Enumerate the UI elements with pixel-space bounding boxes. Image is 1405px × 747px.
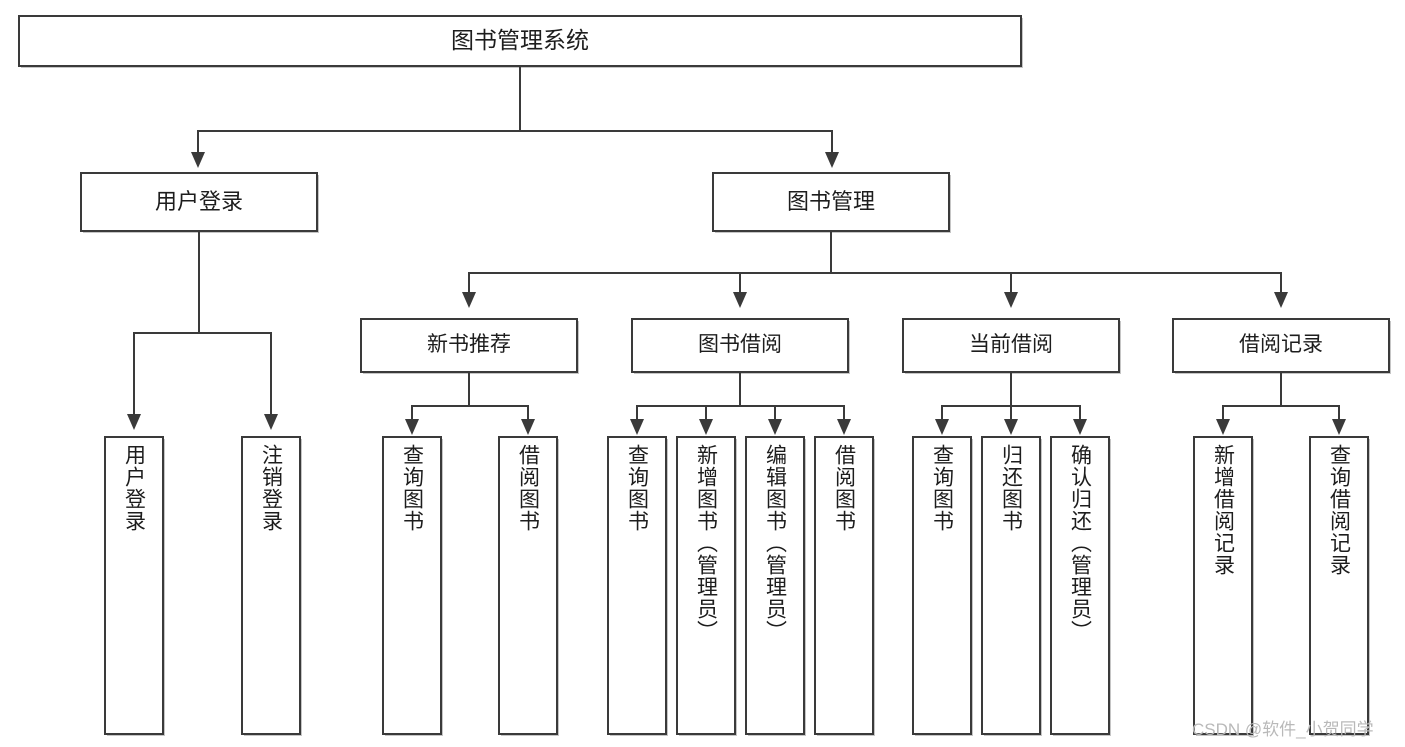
arrowhead-new-book (462, 292, 476, 308)
leaf-query-book-borrow[interactable]: 查询图书 (607, 436, 667, 735)
arrowhead-leaf-user-login (127, 414, 141, 430)
connector-new-book-leaf-2 (527, 405, 529, 421)
connector-current-borrow-leaf-1 (941, 405, 943, 421)
node-user-login[interactable]: 用户登录 (80, 172, 318, 232)
connector-book-borrow-bar (636, 405, 844, 407)
connector-book-borrow-leaf-1 (636, 405, 638, 421)
arrowhead-book-manage (825, 152, 839, 168)
arrowhead-leaf-edit-book (768, 419, 782, 435)
arrowhead-leaf-query-record (1332, 419, 1346, 435)
connector-to-borrow-record (1280, 272, 1282, 294)
arrowhead-borrow-record (1274, 292, 1288, 308)
connector-root-bar (197, 130, 833, 132)
leaf-add-book-admin[interactable]: 新增图书（管理员） (676, 436, 736, 735)
node-book-borrow[interactable]: 图书借阅 (631, 318, 849, 373)
connector-current-borrow-leaf-3 (1079, 405, 1081, 421)
arrowhead-book-borrow (733, 292, 747, 308)
node-label: 用户登录 (122, 444, 146, 532)
connector-to-new-book (468, 272, 470, 294)
arrowhead-leaf-logout (264, 414, 278, 430)
arrowhead-leaf-borrow-book-1 (521, 419, 535, 435)
node-label: 借阅记录 (1239, 333, 1323, 357)
connector-borrow-record-stem (1280, 373, 1282, 407)
arrowhead-leaf-query-book-3 (935, 419, 949, 435)
leaf-logout[interactable]: 注销登录 (241, 436, 301, 735)
node-label: 图书管理系统 (451, 27, 589, 54)
connector-to-book-borrow (739, 272, 741, 294)
connector-current-borrow-leaf-2 (1010, 405, 1012, 421)
node-label: 确认归还（管理员） (1068, 444, 1092, 642)
leaf-query-book-current[interactable]: 查询图书 (912, 436, 972, 735)
leaf-edit-book-admin[interactable]: 编辑图书（管理员） (745, 436, 805, 735)
node-book-manage[interactable]: 图书管理 (712, 172, 950, 232)
leaf-query-book-recommend[interactable]: 查询图书 (382, 436, 442, 735)
leaf-return-book[interactable]: 归还图书 (981, 436, 1041, 735)
node-label: 编辑图书（管理员） (763, 444, 787, 642)
arrowhead-leaf-query-book-1 (405, 419, 419, 435)
node-borrow-record[interactable]: 借阅记录 (1172, 318, 1390, 373)
leaf-confirm-return-admin[interactable]: 确认归还（管理员） (1050, 436, 1110, 735)
connector-borrow-record-leaf-1 (1222, 405, 1224, 421)
arrowhead-leaf-confirm-return (1073, 419, 1087, 435)
node-label: 新增图书（管理员） (694, 444, 718, 642)
connector-new-book-stem (468, 373, 470, 407)
node-label: 注销登录 (259, 444, 283, 532)
node-label: 用户登录 (154, 189, 243, 215)
connector-new-book-leaf-1 (411, 405, 413, 421)
connector-book-manage-stem (830, 232, 832, 273)
connector-user-login-leaf-1 (133, 332, 135, 416)
connector-book-borrow-stem (739, 373, 741, 407)
connector-user-login-leaf-2 (270, 332, 272, 416)
arrowhead-leaf-return-book (1004, 419, 1018, 435)
leaf-borrow-book[interactable]: 借阅图书 (814, 436, 874, 735)
connector-new-book-bar (411, 405, 528, 407)
arrowhead-leaf-add-record (1216, 419, 1230, 435)
node-label: 查询图书 (625, 444, 649, 532)
node-label: 图书借阅 (698, 333, 782, 357)
leaf-query-borrow-record[interactable]: 查询借阅记录 (1309, 436, 1369, 735)
node-label: 当前借阅 (969, 333, 1053, 357)
node-root-system[interactable]: 图书管理系统 (18, 15, 1022, 67)
node-label: 借阅图书 (516, 444, 540, 532)
node-label: 查询图书 (400, 444, 424, 532)
connector-root-to-book-manage (831, 130, 833, 154)
connector-user-login-bar (133, 332, 271, 334)
node-new-book-recommend[interactable]: 新书推荐 (360, 318, 578, 373)
connector-book-manage-bar (468, 272, 1280, 274)
arrowhead-leaf-add-book (699, 419, 713, 435)
node-label: 借阅图书 (832, 444, 856, 532)
arrowhead-leaf-query-book-2 (630, 419, 644, 435)
node-label: 新书推荐 (427, 333, 511, 357)
leaf-add-borrow-record[interactable]: 新增借阅记录 (1193, 436, 1253, 735)
leaf-user-login[interactable]: 用户登录 (104, 436, 164, 735)
node-current-borrow[interactable]: 当前借阅 (902, 318, 1120, 373)
node-label: 查询图书 (930, 444, 954, 532)
connector-current-borrow-stem (1010, 373, 1012, 407)
node-label: 查询借阅记录 (1327, 444, 1351, 576)
connector-book-borrow-leaf-4 (843, 405, 845, 421)
connector-root-stem (519, 67, 521, 131)
node-label: 新增借阅记录 (1211, 444, 1235, 576)
node-label: 图书管理 (786, 189, 875, 215)
connector-user-login-stem (198, 232, 200, 333)
arrowhead-current-borrow (1004, 292, 1018, 308)
connector-borrow-record-leaf-2 (1338, 405, 1340, 421)
leaf-borrow-book-recommend[interactable]: 借阅图书 (498, 436, 558, 735)
watermark-csdn: CSDN @软件_小贺同学 (1192, 720, 1374, 739)
connector-book-borrow-leaf-3 (774, 405, 776, 421)
connector-book-borrow-leaf-2 (705, 405, 707, 421)
connector-root-to-user-login (197, 130, 199, 154)
node-label: 归还图书 (999, 444, 1023, 532)
arrowhead-leaf-borrow-book-2 (837, 419, 851, 435)
connector-borrow-record-bar (1222, 405, 1339, 407)
connector-to-current-borrow (1010, 272, 1012, 294)
arrowhead-user-login (191, 152, 205, 168)
